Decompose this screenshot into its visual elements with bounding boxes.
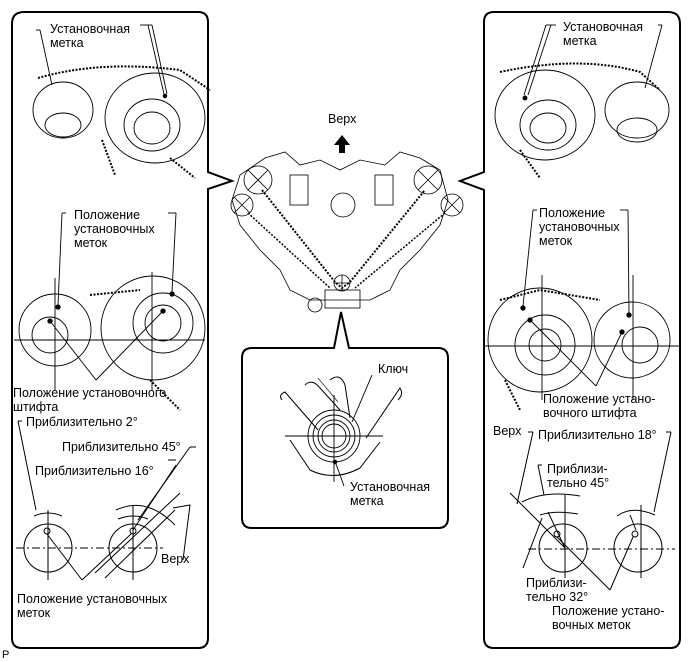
crank-timing-mark-label: Установочная метка — [350, 480, 431, 508]
up-direction-label: Верх — [328, 112, 357, 126]
left-mark-positions-bottom-label: Положение установочных меток — [17, 592, 168, 620]
right-approx-32-label: Приблизи- тельно 32° — [526, 576, 589, 604]
left-approx-2-label: Приблизительно 2° — [26, 415, 138, 429]
right-mark-positions-label: Положение установочных меток — [539, 206, 620, 248]
right-approx-45-label: Приблизи- тельно 45° — [547, 462, 610, 490]
right-cam-sprockets-illustration — [494, 24, 670, 179]
left-angle-diagram — [16, 420, 196, 581]
crank-panel-frame — [241, 311, 449, 529]
right-approx-18-label: Приблизительно 18° — [538, 428, 657, 442]
left-approx-16-label: Приблизительно 16° — [35, 464, 154, 478]
left-timing-mark-label: Установочная метка — [50, 22, 131, 50]
key-label: Ключ — [378, 362, 409, 376]
right-panel-frame — [457, 11, 681, 649]
right-cam-sprockets-face-illustration — [484, 209, 680, 411]
left-panel-frame — [11, 11, 235, 649]
right-pin-position-label: Положение устано- вочного штифта — [543, 392, 656, 420]
up-arrow-icon — [334, 135, 350, 153]
left-mark-positions-label: Положение установочных меток — [74, 208, 155, 250]
left-cam-sprockets-illustration — [32, 24, 211, 179]
right-timing-mark-label: Установочная метка — [563, 20, 644, 48]
right-up-label: Верх — [493, 424, 522, 438]
engine-block-illustration — [230, 151, 464, 313]
left-up-label: Верх — [161, 552, 190, 566]
right-angle-diagram — [509, 431, 675, 591]
left-cam-sprockets-face-illustration — [14, 212, 206, 411]
left-approx-45-label: Приблизительно 45° — [62, 440, 181, 454]
page-marker: P — [2, 649, 10, 661]
crankshaft-sprocket-illustration — [280, 374, 403, 487]
left-pin-position-label: Положение установочного штифта — [13, 386, 167, 414]
right-mark-positions-bottom-label: Положение устано- вочных меток — [552, 604, 665, 632]
